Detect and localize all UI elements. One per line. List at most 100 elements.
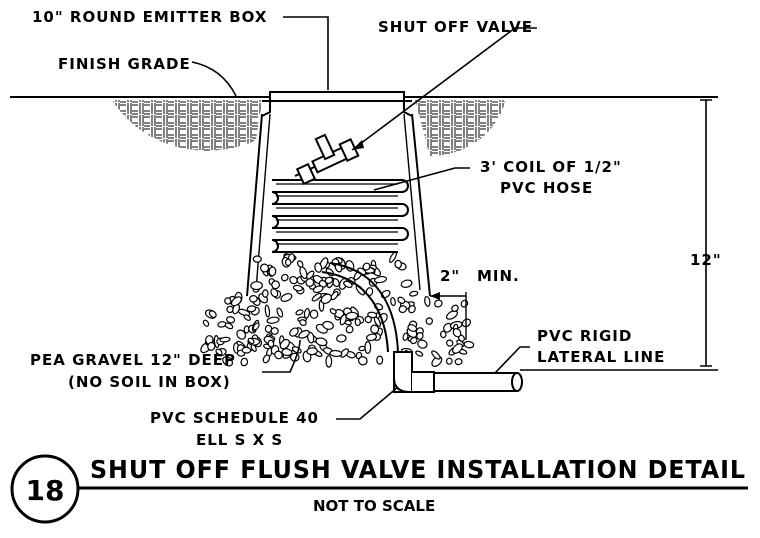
gravel-pebble	[336, 334, 347, 343]
gravel-pebble	[358, 345, 366, 352]
gravel-pebble	[249, 294, 258, 303]
soil-hatch-right	[415, 100, 505, 156]
pea-gravel	[200, 251, 475, 368]
lid-lip-left	[261, 100, 271, 117]
gravel-pebble	[394, 259, 403, 269]
gravel-pebble	[268, 266, 277, 277]
leader-finish-grade	[191, 61, 237, 97]
gravel-pebble	[215, 348, 223, 356]
label-shut-off-valve: SHUT OFF VALVE	[378, 18, 533, 36]
gravel-pebble	[243, 314, 251, 321]
gravel-pebble	[416, 332, 424, 340]
label-gravel-line1: PEA GRAVEL 12" DEEP	[30, 351, 236, 369]
soil-hatch-left	[112, 100, 262, 151]
gravel-pebble	[454, 358, 463, 366]
box-lid	[269, 91, 405, 102]
gravel-pebble	[298, 329, 310, 339]
gravel-pebble	[357, 356, 368, 366]
leader-lateral	[494, 346, 530, 374]
scale-note: NOT TO SCALE	[313, 497, 435, 515]
gravel-pebble	[289, 275, 298, 285]
gravel-pebble	[224, 322, 234, 330]
gravel-pebble	[267, 339, 275, 348]
shut-off-valve	[294, 133, 360, 186]
label-coil-line1: 3' COIL OF 1/2"	[480, 158, 622, 176]
lid-lip-right	[403, 100, 413, 117]
gravel-pebble	[373, 275, 388, 284]
gravel-pebble	[451, 304, 459, 312]
gravel-pebble	[276, 307, 284, 318]
label-finish-grade: FINISH GRADE	[58, 55, 191, 73]
gravel-pebble	[247, 337, 255, 345]
gravel-pebble	[445, 357, 453, 365]
gravel-pebble	[264, 304, 271, 318]
gravel-pebble	[250, 281, 263, 291]
gravel-pebble	[306, 347, 318, 356]
gravel-pebble	[322, 320, 334, 330]
leader-emitter-box	[283, 16, 329, 90]
leader-gravel	[262, 339, 301, 373]
label-lateral-line1: PVC RIGID	[537, 327, 632, 345]
gravel-pebble	[345, 325, 354, 334]
gravel-pebble	[390, 297, 396, 307]
leader-ell	[336, 386, 399, 420]
gravel-pebble	[339, 313, 347, 326]
gravel-pebble	[409, 290, 419, 297]
gravel-pebble	[431, 350, 441, 360]
gravel-pebble	[280, 293, 293, 302]
gravel-pebble	[314, 262, 323, 273]
pvc-lateral-pipe	[433, 372, 523, 392]
gravel-pebble	[402, 332, 409, 341]
leader-coil	[373, 167, 470, 191]
gravel-pebble	[208, 310, 217, 318]
gravel-pebble	[463, 340, 475, 349]
gravel-pebble	[343, 280, 353, 288]
gravel-pebble	[417, 339, 428, 349]
gravel-pebble	[452, 328, 462, 338]
detail-number: 18	[26, 474, 65, 507]
gravel-pebble	[370, 324, 380, 334]
gravel-pebble	[280, 273, 289, 282]
label-min-clearance: 2"	[440, 267, 460, 285]
gravel-pebble	[279, 338, 290, 350]
gravel-pebble	[364, 315, 372, 324]
gravel-pebble	[330, 291, 339, 301]
gravel-pebble	[425, 317, 434, 325]
hose-coil	[271, 179, 409, 253]
gravel-pebble	[241, 346, 252, 354]
label-lateral-line2: LATERAL LINE	[537, 348, 665, 366]
detail-title: SHUT OFF FLUSH VALVE INSTALLATION DETAIL	[90, 455, 746, 484]
gravel-pebble	[230, 296, 242, 307]
leader-shut-off-valve	[351, 27, 537, 151]
gravel-pebble	[240, 357, 249, 367]
gravel-pebble	[312, 285, 324, 294]
gravel-pebble	[397, 296, 406, 304]
gravel-pebble	[400, 279, 413, 288]
gravel-pebble	[299, 319, 307, 327]
label-ell-line2: ELL S X S	[196, 431, 283, 449]
gravel-pebble	[452, 343, 463, 354]
gravel-pebble	[445, 310, 459, 320]
gravel-pebble	[202, 319, 210, 327]
gravel-pebble	[305, 278, 315, 287]
gravel-pebble	[373, 316, 381, 327]
label-ell-line1: PVC SCHEDULE 40	[150, 409, 319, 427]
gravel-pebble	[365, 333, 378, 342]
dim-12in-line	[520, 99, 718, 371]
gravel-pebble	[303, 307, 310, 319]
gravel-pebble	[315, 337, 328, 347]
gravel-pebble	[259, 263, 270, 273]
gravel-pebble	[325, 355, 333, 368]
gravel-pebble	[284, 258, 292, 267]
hose-to-elbow	[321, 262, 399, 353]
gravel-pebble	[389, 251, 397, 263]
gravel-pebble	[252, 322, 260, 331]
gravel-pebble	[219, 336, 231, 343]
gravel-pebble	[398, 305, 408, 314]
gravel-pebble	[236, 329, 247, 340]
label-min-text: MIN.	[477, 267, 520, 285]
gravel-pebble	[207, 341, 216, 351]
gravel-pebble	[270, 288, 279, 298]
gravel-pebble	[292, 284, 303, 292]
